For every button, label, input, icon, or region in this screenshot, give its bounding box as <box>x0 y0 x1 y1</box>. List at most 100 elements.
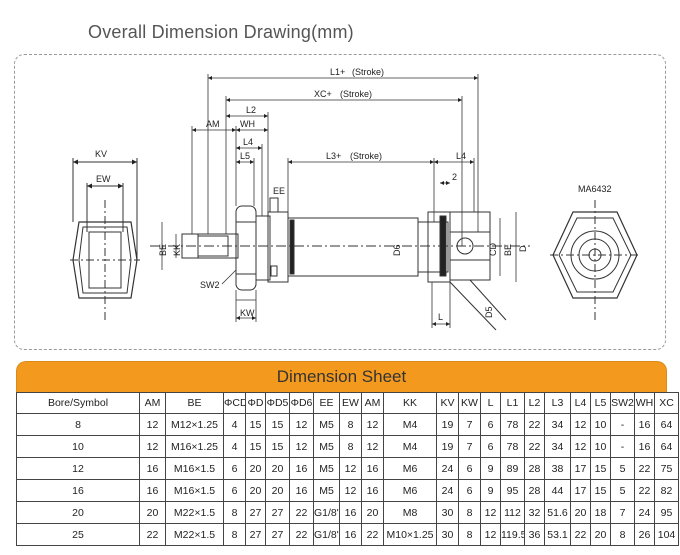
table-cell: 6 <box>480 413 501 436</box>
table-cell: 12 <box>16 457 140 480</box>
column-header: L5 <box>590 392 611 414</box>
table-cell: M22×1.5 <box>165 501 224 524</box>
table-cell: 22 <box>361 523 384 546</box>
label-ee: EE <box>273 186 285 196</box>
label-xc-stroke: (Stroke) <box>340 89 372 99</box>
table-cell: 6 <box>458 457 481 480</box>
table-cell: 30 <box>436 501 459 524</box>
table-cell: 44 <box>544 479 571 502</box>
label-d6: D6 <box>392 244 402 256</box>
drawing-labels: L1+ (Stroke) XC+ (Stroke) L2 AM WH L4 L5… <box>95 67 612 322</box>
table-cell: 15 <box>590 479 611 502</box>
label-kw: KW <box>240 308 255 318</box>
label-l1-stroke: (Stroke) <box>352 67 384 77</box>
label-kk: KK <box>172 244 182 256</box>
table-cell: 36 <box>524 523 545 546</box>
table-cell: 16 <box>634 435 655 458</box>
table-cell: M5 <box>313 413 340 436</box>
table-cell: 15 <box>245 435 266 458</box>
table-cell: 15 <box>245 413 266 436</box>
label-l3-stroke: (Stroke) <box>350 151 382 161</box>
label-kv: KV <box>95 149 107 159</box>
table-cell: 22 <box>570 523 591 546</box>
table-cell: 22 <box>524 435 545 458</box>
table-cell: 17 <box>570 457 591 480</box>
column-header: ΦD5 <box>265 392 290 414</box>
page-title: Overall Dimension Drawing(mm) <box>88 22 354 42</box>
table-cell: 20 <box>590 523 611 546</box>
table-cell: 12 <box>480 501 501 524</box>
label-d: D <box>518 245 528 252</box>
table-cell: 119.5 <box>500 523 525 546</box>
label-be-left: BE <box>158 244 168 256</box>
table-cell: 16 <box>139 457 166 480</box>
table-cell: 16 <box>289 479 314 502</box>
dimension-drawing: L1+ (Stroke) XC+ (Stroke) L2 AM WH L4 L5… <box>70 67 640 331</box>
sheet-title: Dimension Sheet <box>16 361 667 392</box>
table-cell: 16 <box>16 479 140 502</box>
table-cell: 20 <box>245 457 266 480</box>
table-cell: 89 <box>500 457 525 480</box>
table-cell: 25 <box>16 523 140 546</box>
table-cell: 78 <box>500 413 525 436</box>
table-cell: - <box>610 435 635 458</box>
table-cell: 16 <box>289 457 314 480</box>
label-two: 2 <box>452 172 457 182</box>
column-header: BE <box>165 392 224 414</box>
table-cell: 12 <box>480 523 501 546</box>
table-cell: 24 <box>436 457 459 480</box>
right-end-view <box>550 200 640 320</box>
table-cell: 8 <box>16 413 140 436</box>
table-cell: 7 <box>458 413 481 436</box>
table-cell: 12 <box>139 435 166 458</box>
column-header: EE <box>313 392 340 414</box>
table-cell: 20 <box>265 479 290 502</box>
table-cell: 6 <box>223 479 246 502</box>
table-cell: 20 <box>16 501 140 524</box>
table-cell: 53.1 <box>544 523 571 546</box>
table-cell: 17 <box>570 479 591 502</box>
table-cell: 32 <box>524 501 545 524</box>
table-cell: 10 <box>16 435 140 458</box>
column-header: SW2 <box>610 392 635 414</box>
table-cell: - <box>610 413 635 436</box>
table-cell: 22 <box>634 479 655 502</box>
table-cell: M16×1.25 <box>165 435 224 458</box>
table-cell: 15 <box>590 457 611 480</box>
table-cell: 8 <box>458 523 481 546</box>
table-cell: M16×1.5 <box>165 479 224 502</box>
table-cell: 12 <box>361 435 384 458</box>
table-cell: 8 <box>339 413 362 436</box>
column-header: ΦD <box>245 392 266 414</box>
table-cell: 27 <box>265 501 290 524</box>
table-cell: M12×1.25 <box>165 413 224 436</box>
column-header: ΦD6 <box>289 392 314 414</box>
table-cell: 28 <box>524 479 545 502</box>
table-cell: G1/8" <box>313 523 340 546</box>
table-cell: 10 <box>590 413 611 436</box>
table-cell: 4 <box>223 413 246 436</box>
table-cell: 18 <box>590 501 611 524</box>
table-cell: 6 <box>480 435 501 458</box>
table-cell: 34 <box>544 435 571 458</box>
label-l2: L2 <box>246 105 256 115</box>
table-cell: 104 <box>654 523 679 546</box>
table-cell: M5 <box>313 457 340 480</box>
table-cell: M4 <box>383 413 437 436</box>
table-cell: 5 <box>610 457 635 480</box>
table-cell: 7 <box>458 435 481 458</box>
table-cell: 16 <box>139 479 166 502</box>
table-cell: 51.6 <box>544 501 571 524</box>
label-xc: XC+ <box>314 89 332 99</box>
table-cell: 10 <box>590 435 611 458</box>
column-header: ΦCD <box>223 392 246 414</box>
table-cell: 9 <box>480 457 501 480</box>
column-header: KV <box>436 392 459 414</box>
